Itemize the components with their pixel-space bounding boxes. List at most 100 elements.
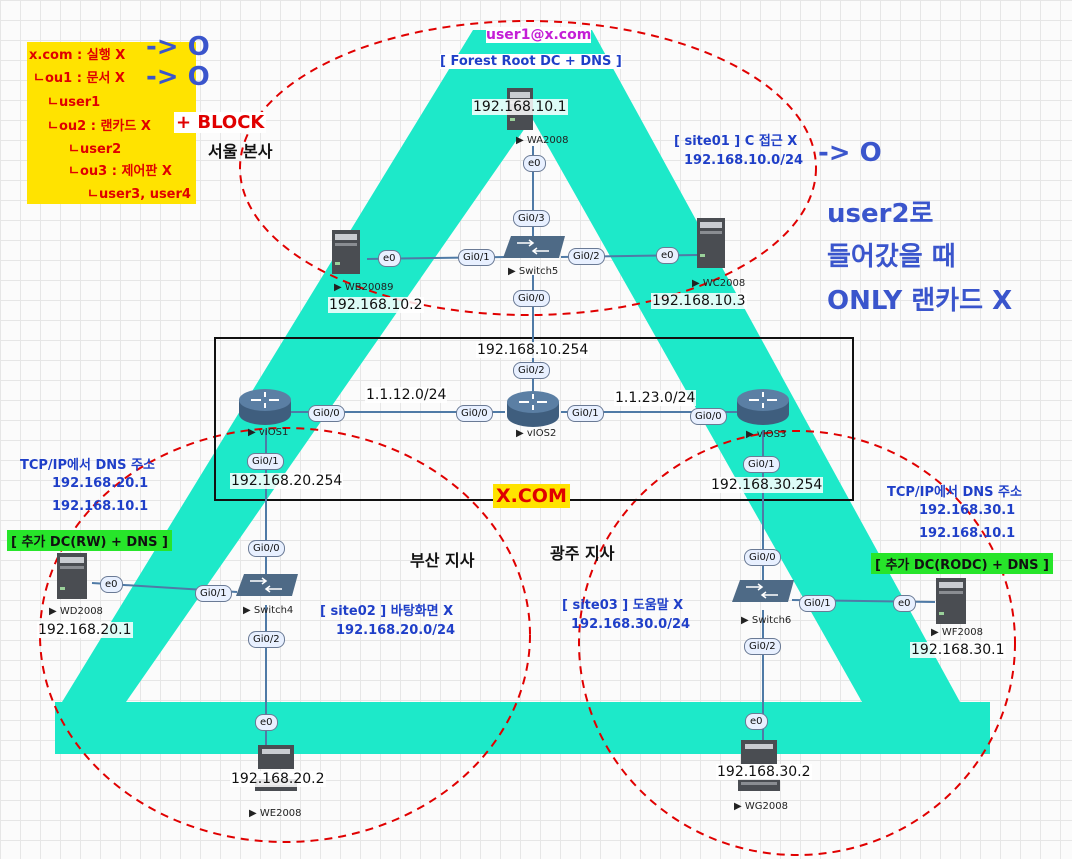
policy-legend bbox=[27, 42, 196, 204]
gwangju-dns-1: 192.168.30.1 bbox=[919, 503, 1016, 518]
r3-ip: 192.168.30.254 bbox=[710, 477, 824, 493]
server-icon[interactable] bbox=[697, 218, 725, 268]
port-sw4-gi00: Gi0/0 bbox=[248, 540, 285, 557]
r2-name: ▶ vIOS2 bbox=[516, 428, 557, 439]
server-icon[interactable] bbox=[936, 578, 966, 624]
port-we-e0: e0 bbox=[255, 714, 278, 731]
port-r2-gi02: Gi0/2 bbox=[513, 362, 550, 379]
port-r2-gi00: Gi0/0 bbox=[456, 405, 493, 422]
gwangju-dns-title: TCP/IP에서 DNS 주소 bbox=[887, 485, 1022, 500]
legend-line-ou1: ㄴou1 : 문서 X bbox=[33, 71, 125, 86]
seoul-arrow: -> O bbox=[818, 138, 882, 168]
sw6-name: ▶ Switch6 bbox=[741, 615, 792, 626]
port-sw5-gi01: Gi0/1 bbox=[458, 249, 495, 266]
wd-ip: 192.168.20.1 bbox=[37, 622, 133, 638]
workstation-icon[interactable] bbox=[738, 740, 780, 791]
switch-icon[interactable] bbox=[236, 574, 298, 596]
port-sw4-gi02: Gi0/2 bbox=[248, 631, 285, 648]
sw5-name-text: Switch5 bbox=[518, 266, 559, 277]
r1-ip: 192.168.20.254 bbox=[230, 473, 344, 489]
legend-line-ou2: ㄴou2 : 랜카드 X bbox=[47, 119, 151, 134]
seoul-note-1: user2로 bbox=[827, 199, 934, 229]
gwangju-title: 광주 지사 bbox=[550, 544, 615, 563]
sw4-name: ▶ Switch4 bbox=[243, 605, 294, 616]
legend-line-user2: ㄴuser2 bbox=[68, 142, 122, 157]
link-net12: 1.1.12.0/24 bbox=[365, 387, 448, 403]
seoul-subnet: 192.168.10.0/24 bbox=[684, 153, 804, 168]
port-sw6-gi01: Gi0/1 bbox=[799, 595, 836, 612]
router-icon[interactable] bbox=[507, 391, 559, 427]
seoul-title: 서울 본사 bbox=[208, 142, 273, 161]
wf-name: ▶ WF2008 bbox=[931, 627, 983, 638]
legend-line-user1: ㄴuser1 bbox=[47, 95, 101, 110]
port-sw5-gi02: Gi0/2 bbox=[568, 248, 605, 265]
sw4-name-text: Switch4 bbox=[253, 605, 294, 616]
legend-line-xcom: x.com : 실행 X bbox=[29, 48, 126, 63]
wb-name-text: WB20089 bbox=[344, 282, 394, 293]
port-r3-gi01: Gi0/1 bbox=[743, 456, 780, 473]
busan-subnet: 192.168.20.0/24 bbox=[336, 623, 456, 638]
port-r3-gi00: Gi0/0 bbox=[690, 408, 727, 425]
legend-line-ou3: ㄴou3 : 제어판 X bbox=[68, 164, 172, 179]
port-wg-e0: e0 bbox=[745, 713, 768, 730]
port-wa-e0: e0 bbox=[523, 155, 546, 172]
port-sw5-gi03: Gi0/3 bbox=[513, 210, 550, 227]
port-wb-e0: e0 bbox=[378, 250, 401, 267]
gwangju-dns-2: 192.168.10.1 bbox=[919, 526, 1016, 541]
domain-badge: X.COM bbox=[493, 484, 570, 508]
we-name: ▶ WE2008 bbox=[249, 808, 302, 819]
port-sw6-gi02: Gi0/2 bbox=[744, 638, 781, 655]
link-net23: 1.1.23.0/24 bbox=[614, 390, 697, 406]
seoul-user: user1@x.com bbox=[486, 27, 592, 43]
wf-ip: 192.168.30.1 bbox=[910, 642, 1006, 658]
server-icon[interactable] bbox=[57, 553, 87, 599]
we-name-text: WE2008 bbox=[259, 808, 302, 819]
port-wd-e0: e0 bbox=[100, 576, 123, 593]
legend-line-user34: ㄴuser3, user4 bbox=[87, 187, 191, 202]
wb-ip: 192.168.10.2 bbox=[328, 297, 424, 313]
seoul-root-dc: [ Forest Root DC + DNS ] bbox=[440, 54, 622, 69]
port-sw4-gi01: Gi0/1 bbox=[195, 585, 232, 602]
gwangju-site-label: [ site03 ] 도움말 X bbox=[562, 598, 684, 613]
wb-name: ▶ WB20089 bbox=[334, 282, 394, 293]
r2-name-text: vIOS2 bbox=[526, 428, 557, 439]
busan-title: 부산 지사 bbox=[410, 551, 475, 570]
wa-name: ▶ WA2008 bbox=[516, 135, 569, 146]
r1-name-text: vIOS1 bbox=[258, 427, 289, 438]
busan-dc-badge: [ 추가 DC(RW) + DNS ] bbox=[7, 530, 172, 551]
wd-name-text: WD2008 bbox=[59, 606, 103, 617]
legend-arrow-1: -> O bbox=[146, 32, 210, 62]
seoul-site-ellipse bbox=[239, 20, 817, 316]
r3-name-text: vIOS3 bbox=[756, 429, 787, 440]
switch-icon[interactable] bbox=[732, 580, 794, 602]
busan-dns-1: 192.168.20.1 bbox=[52, 476, 149, 491]
gwangju-site-ellipse bbox=[578, 430, 1016, 856]
port-r1-gi01: Gi0/1 bbox=[247, 453, 284, 470]
cyan-triangle bbox=[55, 30, 990, 754]
port-sw6-gi00: Gi0/0 bbox=[744, 549, 781, 566]
wg-name-text: WG2008 bbox=[744, 801, 788, 812]
legend-block-note: + BLOCK bbox=[174, 112, 267, 133]
r2-ip: 192.168.10.254 bbox=[476, 342, 590, 358]
router-icon[interactable] bbox=[737, 389, 789, 425]
gwangju-dc-badge: [ 추가 DC(RODC) + DNS ] bbox=[871, 553, 1053, 574]
wg-ip: 192.168.30.2 bbox=[716, 764, 812, 780]
wf-name-text: WF2008 bbox=[941, 627, 983, 638]
gwangju-subnet: 192.168.30.0/24 bbox=[571, 617, 691, 632]
busan-site-label: [ site02 ] 바탕화면 X bbox=[320, 604, 454, 619]
wc-name-text: WC2008 bbox=[702, 278, 746, 289]
switch-icon[interactable] bbox=[503, 236, 565, 258]
wc-ip: 192.168.10.3 bbox=[651, 293, 747, 309]
seoul-site-label: [ site01 ] C 접근 X bbox=[674, 134, 798, 149]
router-icon[interactable] bbox=[239, 389, 291, 425]
port-wc-e0: e0 bbox=[656, 247, 679, 264]
server-icon[interactable] bbox=[332, 230, 360, 274]
r3-name: ▶ vIOS3 bbox=[746, 429, 787, 440]
busan-dns-2: 192.168.10.1 bbox=[52, 499, 149, 514]
busan-site-ellipse bbox=[39, 427, 531, 843]
r1-name: ▶ vIOS1 bbox=[248, 427, 289, 438]
port-r1-gi00: Gi0/0 bbox=[308, 405, 345, 422]
port-wf-e0: e0 bbox=[893, 595, 916, 612]
wg-name: ▶ WG2008 bbox=[734, 801, 788, 812]
seoul-note-2: 들어갔을 때 bbox=[827, 242, 956, 272]
